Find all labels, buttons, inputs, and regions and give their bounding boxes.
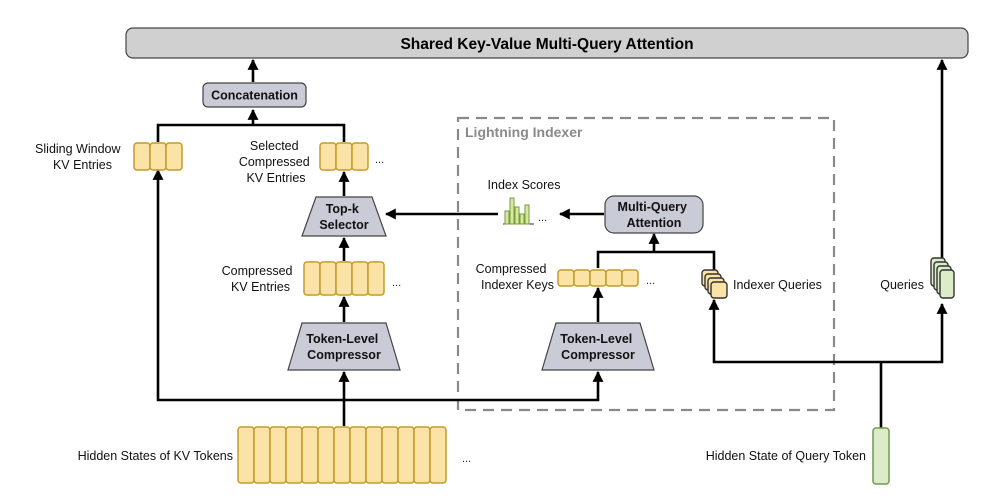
indexer-queries-label: Indexer Queries	[733, 278, 822, 292]
shared-kv-mqa-block	[125, 27, 969, 59]
compressed-indexer-keys	[557, 269, 639, 287]
topk-selector-label: Top-k Selector	[319, 202, 368, 232]
sliding-window-label: Sliding Window KV Entries	[35, 142, 124, 172]
index-scores-bars	[503, 197, 534, 225]
shared-kv-mqa-title: Shared Key-Value Multi-Query Attention	[400, 36, 693, 53]
selected-compressed-label: Selected Compressed KV Entries	[239, 139, 313, 185]
token-level-compressor-left	[287, 322, 401, 371]
index-scores-label: Index Scores	[488, 178, 561, 192]
token-level-compressor-left-label: Token-Level Compressor	[306, 332, 382, 362]
lightning-indexer-region	[456, 116, 836, 412]
connectors	[152, 58, 948, 428]
compressed-kv-label: Compressed KV Entries	[222, 264, 296, 294]
selected-compressed-ellipsis: ...	[375, 154, 384, 166]
hidden-kv-ellipsis: ...	[462, 453, 471, 465]
topk-selector-block	[301, 196, 387, 237]
concatenation-block	[202, 82, 307, 108]
hidden-query-label: Hidden State of Query Token	[706, 449, 866, 463]
compressed-kv-entries	[303, 261, 385, 296]
concatenation-label: Concatenation	[211, 89, 298, 103]
queries-label: Queries	[880, 278, 924, 292]
hidden-query-token	[872, 427, 890, 485]
indexer-queries-stack	[701, 269, 728, 299]
hidden-kv-label: Hidden States of KV Tokens	[78, 449, 233, 463]
token-level-compressor-right	[541, 322, 655, 371]
selected-compressed-kv-entries	[319, 142, 369, 171]
lightning-indexer-label: Lightning Indexer	[465, 124, 583, 140]
multi-query-attention-block	[604, 195, 704, 234]
compressed-indexer-keys-label: Compressed Indexer Keys	[476, 262, 554, 292]
compressed-indexer-keys-ellipsis: ...	[646, 275, 655, 287]
index-scores-ellipsis: ...	[538, 212, 547, 224]
hidden-kv-tokens	[237, 426, 447, 484]
multi-query-attention-label: Multi-Query Attention	[618, 200, 691, 230]
compressed-kv-ellipsis: ...	[392, 277, 401, 289]
token-level-compressor-right-label: Token-Level Compressor	[560, 332, 636, 362]
sliding-window-kv-entries	[133, 142, 183, 171]
queries-stack	[930, 257, 955, 299]
